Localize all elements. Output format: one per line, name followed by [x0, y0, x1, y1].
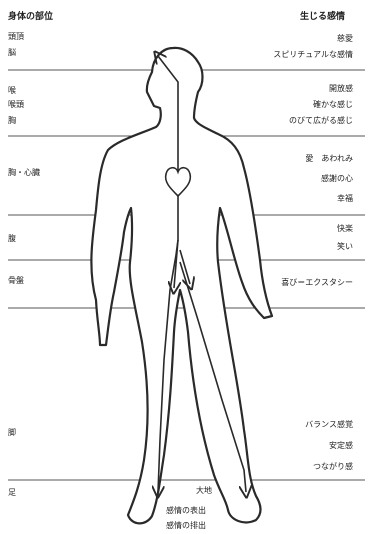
- emotion-feet-3-label: 感情の排出: [166, 521, 206, 531]
- body-part-chest-label: 胸: [8, 116, 16, 126]
- emotion-legs-2-label: 安定感: [329, 441, 353, 451]
- emotion-head-1-label: 慈愛: [337, 34, 353, 44]
- body-part-pelvis-label: 骨盤: [8, 276, 24, 286]
- emotion-heart-2-label: 感謝の心: [321, 174, 353, 184]
- body-part-larynx-label: 喉頭: [8, 100, 24, 110]
- emotion-abdomen-1-label: 快楽: [337, 224, 353, 234]
- body-part-legs-label: 脚: [8, 428, 16, 438]
- emotion-head-2-label: スピリチュアルな感情: [273, 50, 353, 60]
- emotion-feet-1-label: 大地: [196, 486, 212, 496]
- emotion-legs-3-label: つながり感: [313, 462, 353, 472]
- emotion-legs-1-label: バランス感覚: [305, 420, 353, 430]
- emotion-abdomen-2-label: 笑い: [337, 242, 353, 252]
- emotion-feet-2-label: 感情の表出: [166, 506, 206, 516]
- emotion-heart-1-label: 愛 あわれみ: [305, 154, 353, 164]
- emotion-column-header: 生じる感情: [300, 12, 345, 22]
- body-part-column-header: 身体の部位: [8, 12, 53, 22]
- emotion-throat-1-label: 開放感: [329, 84, 353, 94]
- body-part-throat-label: 喉: [8, 86, 16, 96]
- body-part-abdomen-label: 腹: [8, 234, 16, 244]
- emotion-pelvis-1-label: 喜び＝エクスタシー: [281, 278, 353, 288]
- emotion-throat-3-label: のびて広がる感じ: [289, 116, 353, 126]
- body-part-head-label: 頭頂: [8, 32, 24, 42]
- body-part-heart-label: 胸・心臓: [8, 168, 40, 178]
- emotion-throat-2-label: 確かな感じ: [313, 100, 353, 110]
- human-body-outline: [91, 48, 272, 524]
- emotion-heart-3-label: 幸福: [337, 194, 353, 204]
- body-part-brain-label: 脳: [8, 48, 16, 58]
- body-part-feet-label: 足: [8, 488, 16, 498]
